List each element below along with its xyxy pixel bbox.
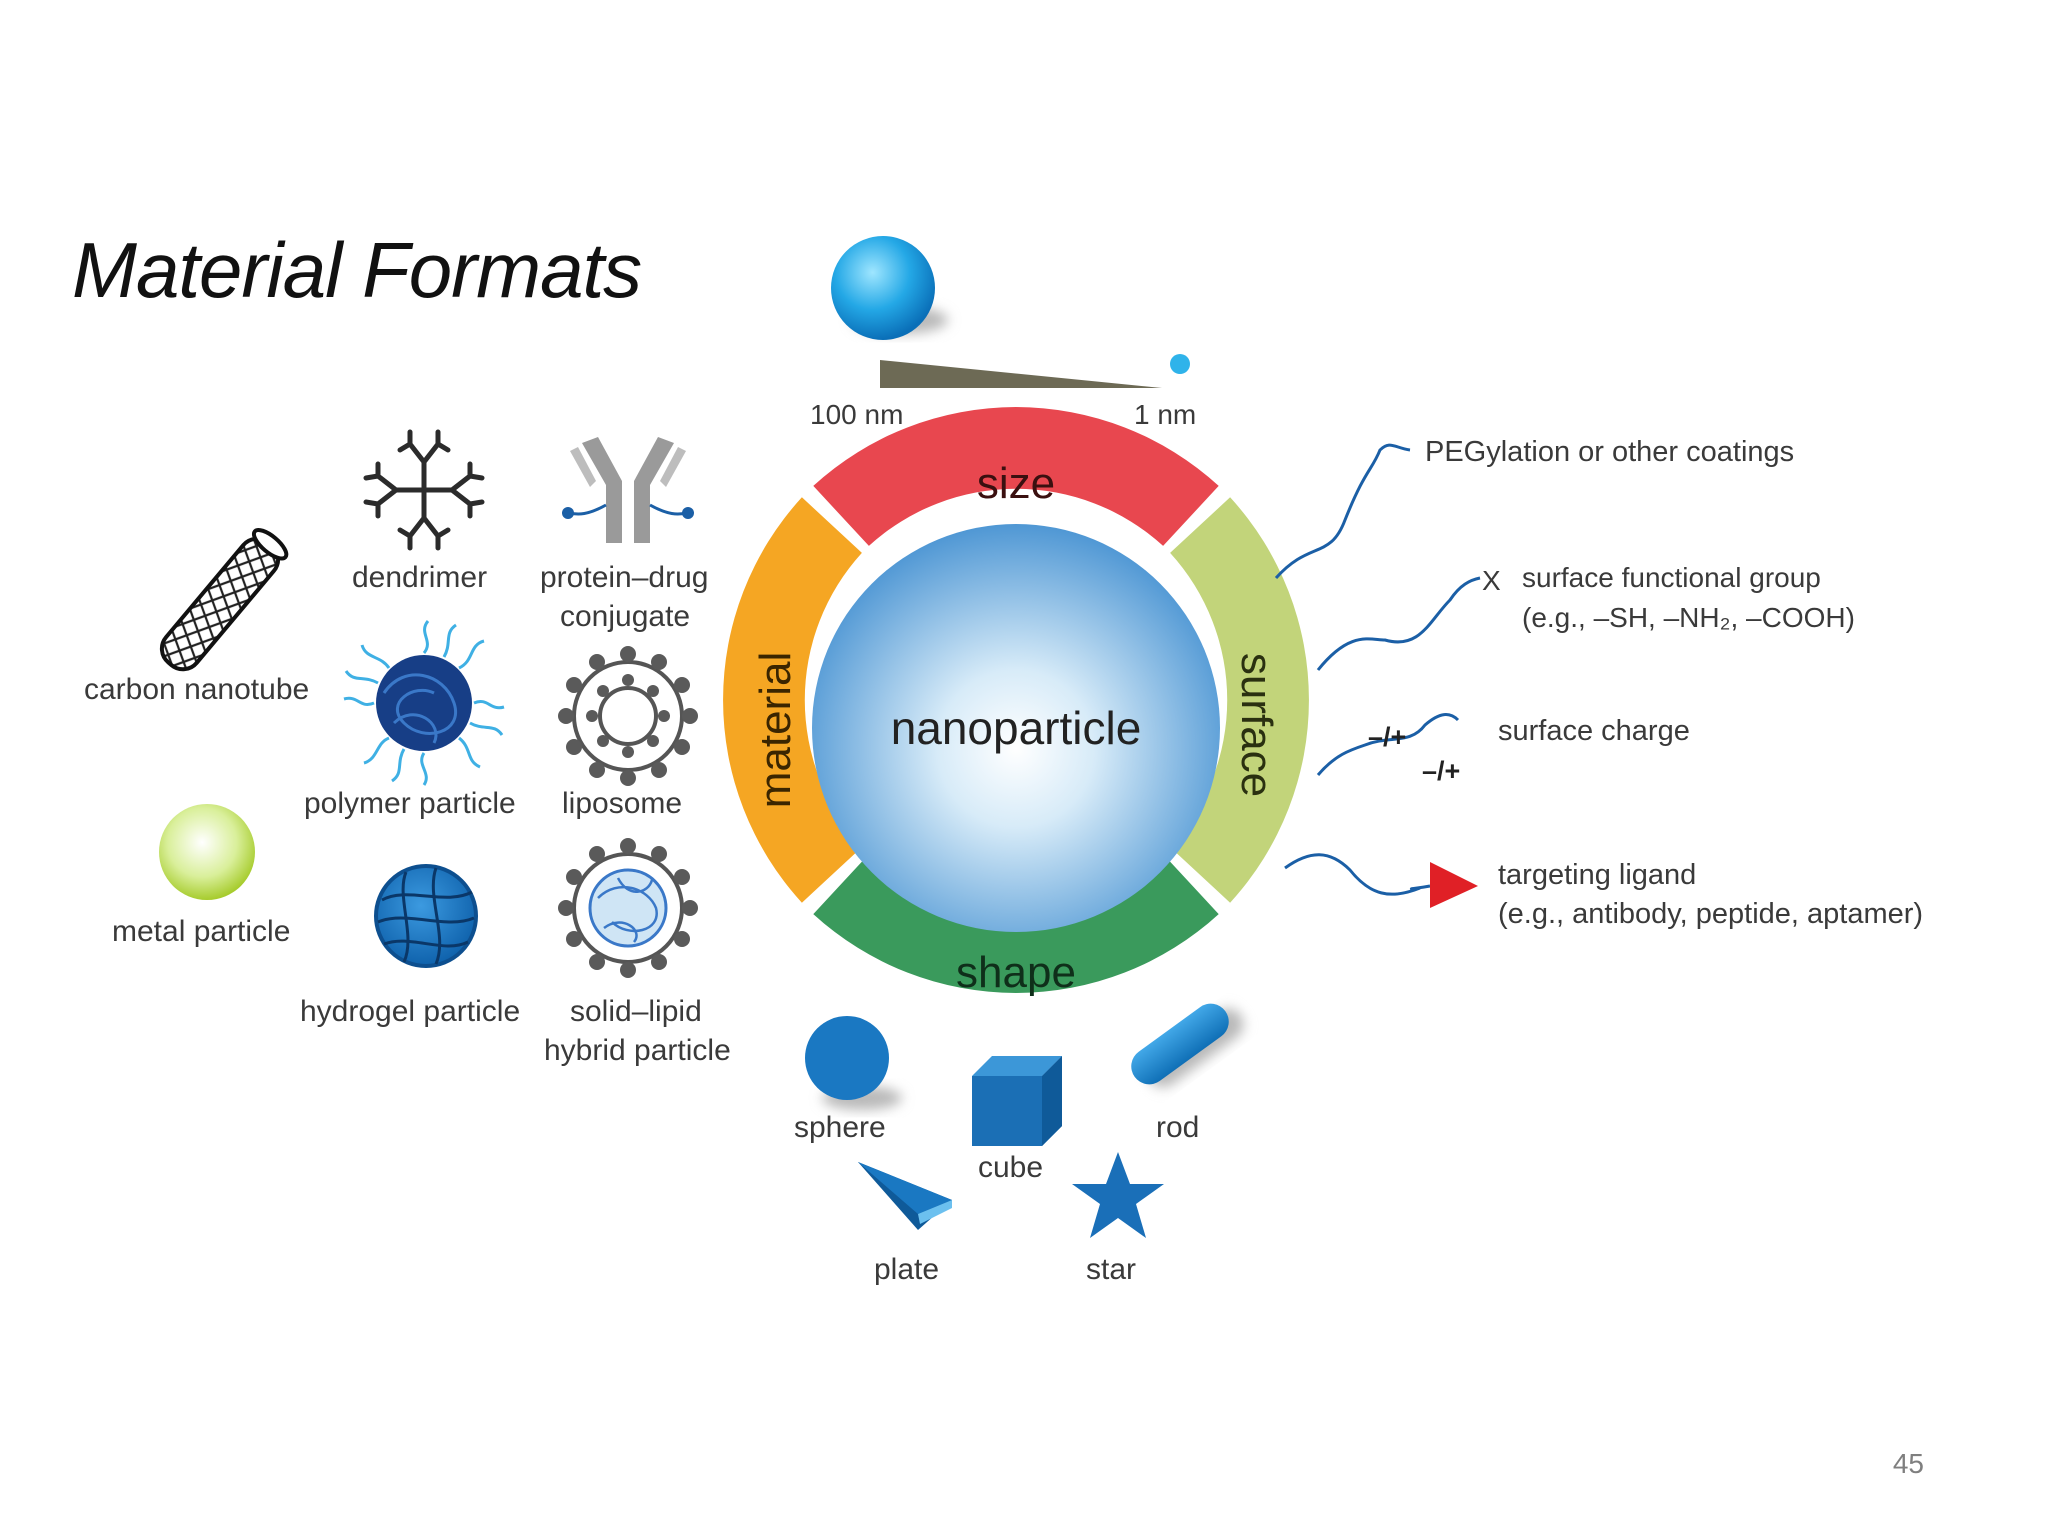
ligand-chain: [1284, 853, 1431, 896]
ring-label-surface: surface: [1232, 653, 1281, 797]
functional-group-marker: X: [1482, 565, 1501, 596]
surface-features: PEGylation or other coatings X surface f…: [1274, 436, 1923, 930]
metal-particle-icon: [159, 804, 255, 900]
targeting-ligand-icon: [1430, 862, 1478, 908]
solid-lipid-label-line1: solid–lipid: [570, 995, 702, 1028]
cube-label: cube: [978, 1151, 1044, 1184]
liposome-icon: [558, 646, 698, 786]
dendrimer-icon: [363, 429, 485, 551]
charge-symbol-1: –/+: [1368, 722, 1406, 752]
polymer-particle-label: polymer particle: [304, 787, 516, 820]
solid-lipid-label-line2: hybrid particle: [544, 1034, 731, 1067]
scale-wedge: [880, 360, 1162, 388]
small-particle-icon: [1170, 354, 1190, 374]
ring-label-size: size: [977, 459, 1055, 508]
sphere-label: sphere: [794, 1111, 886, 1144]
metal-particle-label: metal particle: [112, 915, 291, 948]
solid-lipid-hybrid-icon: [558, 838, 698, 978]
scale-100nm-label: 100 nm: [810, 399, 903, 430]
nanoparticle-core: [812, 524, 1220, 932]
scale-1nm-label: 1 nm: [1134, 399, 1196, 430]
ligand-examples: (e.g., antibody, peptide, aptamer): [1498, 898, 1923, 930]
dendrimer-label: dendrimer: [352, 561, 488, 594]
property-ring: size shape material surface nanoparticle: [723, 407, 1309, 997]
ligand-label: targeting ligand: [1498, 859, 1696, 891]
functional-group-label: surface functional group: [1522, 562, 1821, 593]
protein-drug-label-line2: conjugate: [560, 600, 691, 633]
carbon-nanotube-label: carbon nanotube: [84, 673, 310, 706]
functional-group-examples: (e.g., –SH, –NH₂, –COOH): [1522, 602, 1855, 633]
liposome-label: liposome: [562, 787, 683, 820]
protein-drug-label-line1: protein–drug: [540, 561, 709, 594]
material-icons: [159, 429, 698, 978]
center-label: nanoparticle: [891, 702, 1142, 754]
ring-segment-size: [813, 407, 1219, 546]
plate-label: plate: [874, 1253, 940, 1286]
hydrogel-particle-label: hydrogel particle: [300, 995, 521, 1028]
ring-label-material: material: [751, 652, 800, 809]
carbon-nanotube-icon: [159, 528, 289, 672]
plate-icon: [858, 1162, 952, 1230]
size-scale: 100 nm 1 nm: [810, 236, 1196, 430]
rod-label: rod: [1156, 1111, 1200, 1144]
rod-icon: [1131, 1003, 1244, 1088]
charge-chain: [1316, 713, 1460, 776]
star-label: star: [1086, 1253, 1137, 1286]
ring-label-shape: shape: [956, 948, 1076, 997]
star-icon: [1072, 1152, 1164, 1238]
protein-drug-conjugate-icon: [562, 437, 694, 543]
shape-icons: [805, 1003, 1244, 1238]
cube-icon: [972, 1056, 1062, 1146]
polymer-particle-icon: [343, 620, 505, 786]
page-number: 45: [1892, 1448, 1924, 1479]
peg-chain: [1274, 443, 1411, 580]
coatings-label: PEGylation or other coatings: [1425, 436, 1794, 468]
slide-title: Material Formats: [72, 226, 642, 314]
large-particle-icon: [831, 236, 935, 340]
charge-label: surface charge: [1498, 715, 1690, 747]
charge-symbol-2: –/+: [1422, 756, 1460, 786]
hydrogel-particle-icon: [374, 864, 478, 968]
sphere-icon: [805, 1016, 889, 1100]
functional-group-chain: [1316, 576, 1481, 671]
